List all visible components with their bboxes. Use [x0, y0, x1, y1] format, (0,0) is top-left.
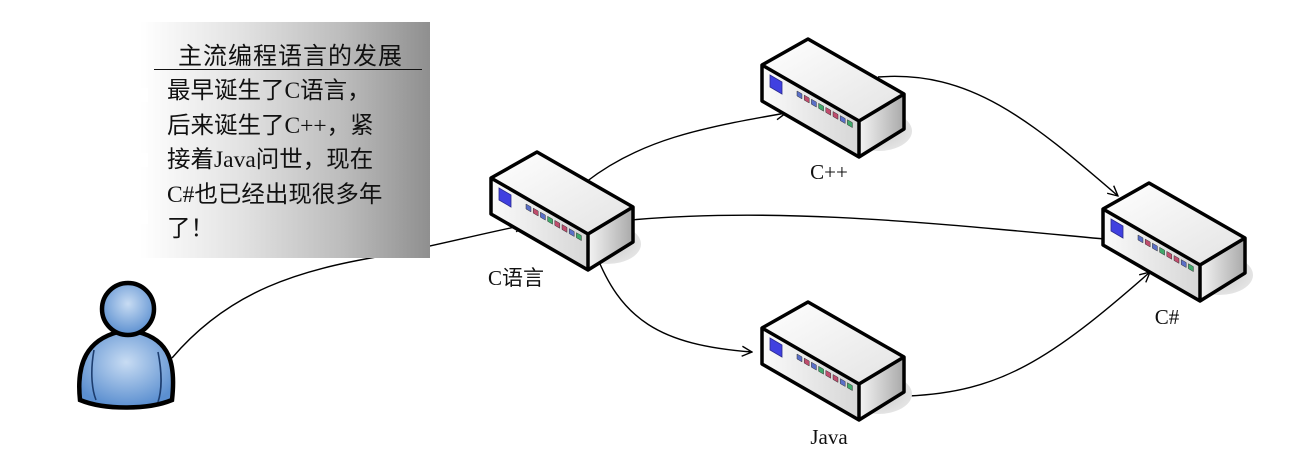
server-box-icon[interactable]: [489, 150, 641, 272]
server-box-icon[interactable]: [760, 300, 912, 422]
device-front: [1103, 209, 1200, 301]
device-led-icon: [832, 111, 839, 120]
callout-body: 最早诞生了C语言， 后来诞生了C++，紧 接着Java问世，现在 C#也已经出现…: [167, 74, 417, 247]
device-led-icon: [1180, 259, 1187, 268]
device-led-icon: [847, 382, 853, 392]
device-led-icon: [847, 119, 853, 129]
user-icon[interactable]: [77, 280, 176, 410]
callout-divider: [154, 69, 422, 70]
device-top: [1103, 183, 1245, 265]
edge-cpp-to-csharp: [877, 75, 1118, 196]
bullet-marker: [134, 210, 148, 224]
device-led-icon: [540, 211, 546, 221]
callout-note: 主流编程语言的发展 最早诞生了C语言， 后来诞生了C++，紧 接着Java问世，…: [134, 22, 430, 258]
device-led-icon: [1137, 234, 1144, 244]
device-screen-icon: [498, 187, 512, 208]
device-led-icon: [796, 90, 803, 100]
device-led-icon: [811, 98, 817, 108]
device-led-icon: [525, 203, 532, 213]
device-led-icon: [576, 232, 582, 242]
device-top: [762, 39, 904, 121]
device-led-icon: [1144, 238, 1151, 248]
device-led-icon: [818, 102, 824, 112]
device-led-icon: [1173, 255, 1180, 264]
edge-c-to-csharp: [619, 214, 1126, 241]
device-outline: [489, 150, 635, 272]
device-led-icon: [825, 369, 832, 379]
device-led-icon: [561, 224, 568, 233]
callout-line: 接着Java问世，现在: [167, 147, 374, 173]
callout-line: 后来诞生了C++，紧: [167, 112, 374, 139]
device-led-icon: [532, 207, 539, 217]
callout-line: 最早诞生了C语言，: [167, 78, 371, 104]
node-label-csharp: C#: [1154, 305, 1180, 329]
device-led-icon: [568, 228, 575, 237]
device-led-icon: [547, 215, 553, 225]
device-led-icon: [818, 365, 824, 375]
device-top: [491, 152, 633, 234]
device-side: [588, 207, 633, 270]
edge-c-to-cpp: [585, 113, 786, 183]
device-screen-icon: [769, 337, 783, 358]
callout-title: 主流编程语言的发展: [178, 44, 403, 70]
device-top: [762, 302, 904, 384]
device-led-icon: [839, 115, 846, 124]
node-label-java: Java: [810, 425, 848, 449]
device-led-icon: [832, 374, 839, 383]
device-outline: [760, 37, 906, 159]
device-screen-icon: [769, 74, 783, 95]
server-box-icon[interactable]: [760, 37, 912, 159]
device-front: [762, 328, 859, 420]
device-led-icon: [803, 357, 810, 367]
device-front: [762, 65, 859, 157]
device-led-icon: [1159, 246, 1165, 256]
edge-java-to-csharp: [907, 272, 1150, 397]
device-led-icon: [1166, 250, 1173, 260]
device-led-icon: [1152, 242, 1158, 252]
device-side: [859, 357, 904, 420]
callout-line: C#也已经出现很多年: [167, 181, 383, 208]
device-screen-icon: [1110, 218, 1124, 239]
bullet-marker: [134, 153, 148, 167]
device-led-icon: [554, 219, 561, 229]
device-side: [1200, 238, 1245, 301]
edge-c-to-java: [593, 248, 752, 352]
device-led-icon: [803, 94, 810, 104]
server-box-icon[interactable]: [1101, 181, 1253, 303]
device-outline: [760, 300, 906, 422]
node-label-cpp: C++: [810, 160, 848, 184]
device-led-icon: [1188, 263, 1194, 273]
node-label-c: C语言: [487, 266, 545, 290]
device-outline: [1101, 181, 1247, 303]
device-front: [491, 178, 588, 270]
device-led-icon: [811, 361, 817, 371]
bullet-marker: [134, 88, 148, 102]
device-led-icon: [796, 353, 803, 363]
device-side: [859, 94, 904, 157]
device-led-icon: [825, 106, 832, 116]
callout-line: 了！: [167, 216, 214, 242]
device-led-icon: [839, 378, 846, 387]
